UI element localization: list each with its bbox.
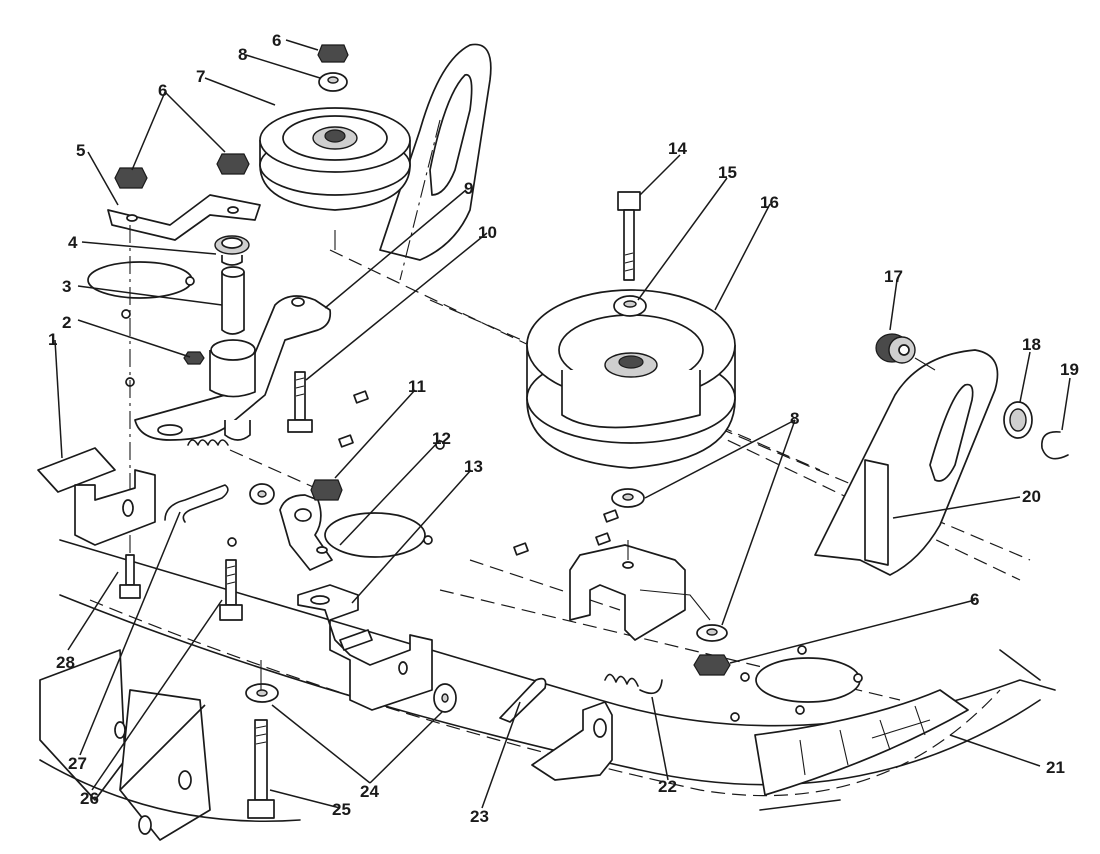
callout-labels: 1 2 3 4 5 6 6 6 7 8 9 10 11 12 13 14 15 … (48, 31, 1079, 826)
callout-27: 27 (68, 754, 87, 773)
callout-7: 7 (196, 67, 205, 86)
part-9-idler-arm (134, 295, 332, 441)
part-10-bolt (287, 371, 313, 433)
part-12-link (279, 494, 333, 571)
washer-hole (706, 628, 718, 636)
callout-12: 12 (432, 429, 451, 448)
deck-frame (39, 649, 301, 841)
spring-anchor-bracket (531, 701, 613, 781)
callout-5: 5 (76, 141, 85, 160)
washer-hole (256, 689, 268, 697)
callout-20: 20 (1022, 487, 1041, 506)
callout-1: 1 (48, 330, 57, 349)
callout-25: 25 (332, 800, 351, 819)
idler-arm-bracket (814, 349, 999, 576)
washer-hole (1009, 408, 1027, 432)
part-6-nut (216, 153, 250, 175)
deck-opening (324, 512, 426, 558)
part-6-nut (317, 44, 349, 63)
callout-9: 9 (464, 179, 473, 198)
leader-lines (54, 39, 1071, 809)
callout-15: 15 (718, 163, 737, 182)
washer-hole (441, 693, 449, 703)
part-6-nut (693, 654, 731, 676)
callout-13: 13 (464, 457, 483, 476)
part-23-cotter-pin (499, 677, 547, 723)
part-5-bracket-plate (107, 153, 261, 570)
callout-28: 28 (56, 653, 75, 672)
pulley-mount-bracket (379, 43, 492, 281)
callout-4: 4 (68, 233, 78, 252)
callout-19: 19 (1060, 360, 1079, 379)
callout-6-right: 6 (970, 590, 979, 609)
callout-14: 14 (668, 139, 687, 158)
callout-2: 2 (62, 313, 71, 332)
decal-20 (864, 459, 889, 566)
part-28-bolt (119, 554, 141, 599)
part-19-retaining-ring (1041, 431, 1069, 460)
deck-opening (755, 657, 861, 703)
idler-arm-spring (187, 439, 321, 491)
part-14-bolt (617, 191, 641, 281)
deck-opening (87, 261, 193, 299)
washer-hole (622, 493, 634, 501)
part-27-hairpin-clip (164, 484, 229, 523)
pulley-support-bracket (569, 540, 711, 641)
part-13-bracket (297, 584, 433, 711)
callout-16: 16 (760, 193, 779, 212)
left-mount-bracket (74, 469, 156, 546)
callout-17: 17 (884, 267, 903, 286)
part-17-bushing (875, 333, 936, 371)
callout-26: 26 (80, 789, 99, 808)
part-26-stud (219, 559, 243, 621)
part-7-idler-pulley (259, 107, 411, 250)
part-2-set-screw (183, 351, 205, 365)
part-1-decal (37, 447, 116, 493)
callout-23: 23 (470, 807, 489, 826)
part-4-bushing (214, 235, 250, 266)
part-3-spacer (221, 266, 245, 335)
callout-11: 11 (408, 377, 426, 396)
callout-24: 24 (360, 782, 379, 801)
mower-deck (59, 249, 1056, 811)
callout-3: 3 (62, 277, 71, 296)
washer-hole (623, 300, 637, 308)
part-22-spring (604, 673, 663, 695)
callout-6-left: 6 (158, 81, 167, 100)
part-16-drive-pulley (526, 289, 736, 469)
callout-21: 21 (1046, 758, 1065, 777)
callout-22: 22 (658, 777, 677, 796)
washer-hole (327, 76, 339, 84)
part-11-nut (310, 479, 343, 501)
part-25-bolt (247, 660, 275, 819)
callout-10: 10 (478, 223, 497, 242)
callout-8-right: 8 (790, 409, 799, 428)
washer-hole (257, 490, 267, 498)
part-21-height-scale (754, 689, 969, 796)
callout-6-top: 6 (272, 31, 281, 50)
callout-18: 18 (1022, 335, 1041, 354)
part-6-nut (114, 167, 148, 189)
callout-8-top: 8 (238, 45, 247, 64)
